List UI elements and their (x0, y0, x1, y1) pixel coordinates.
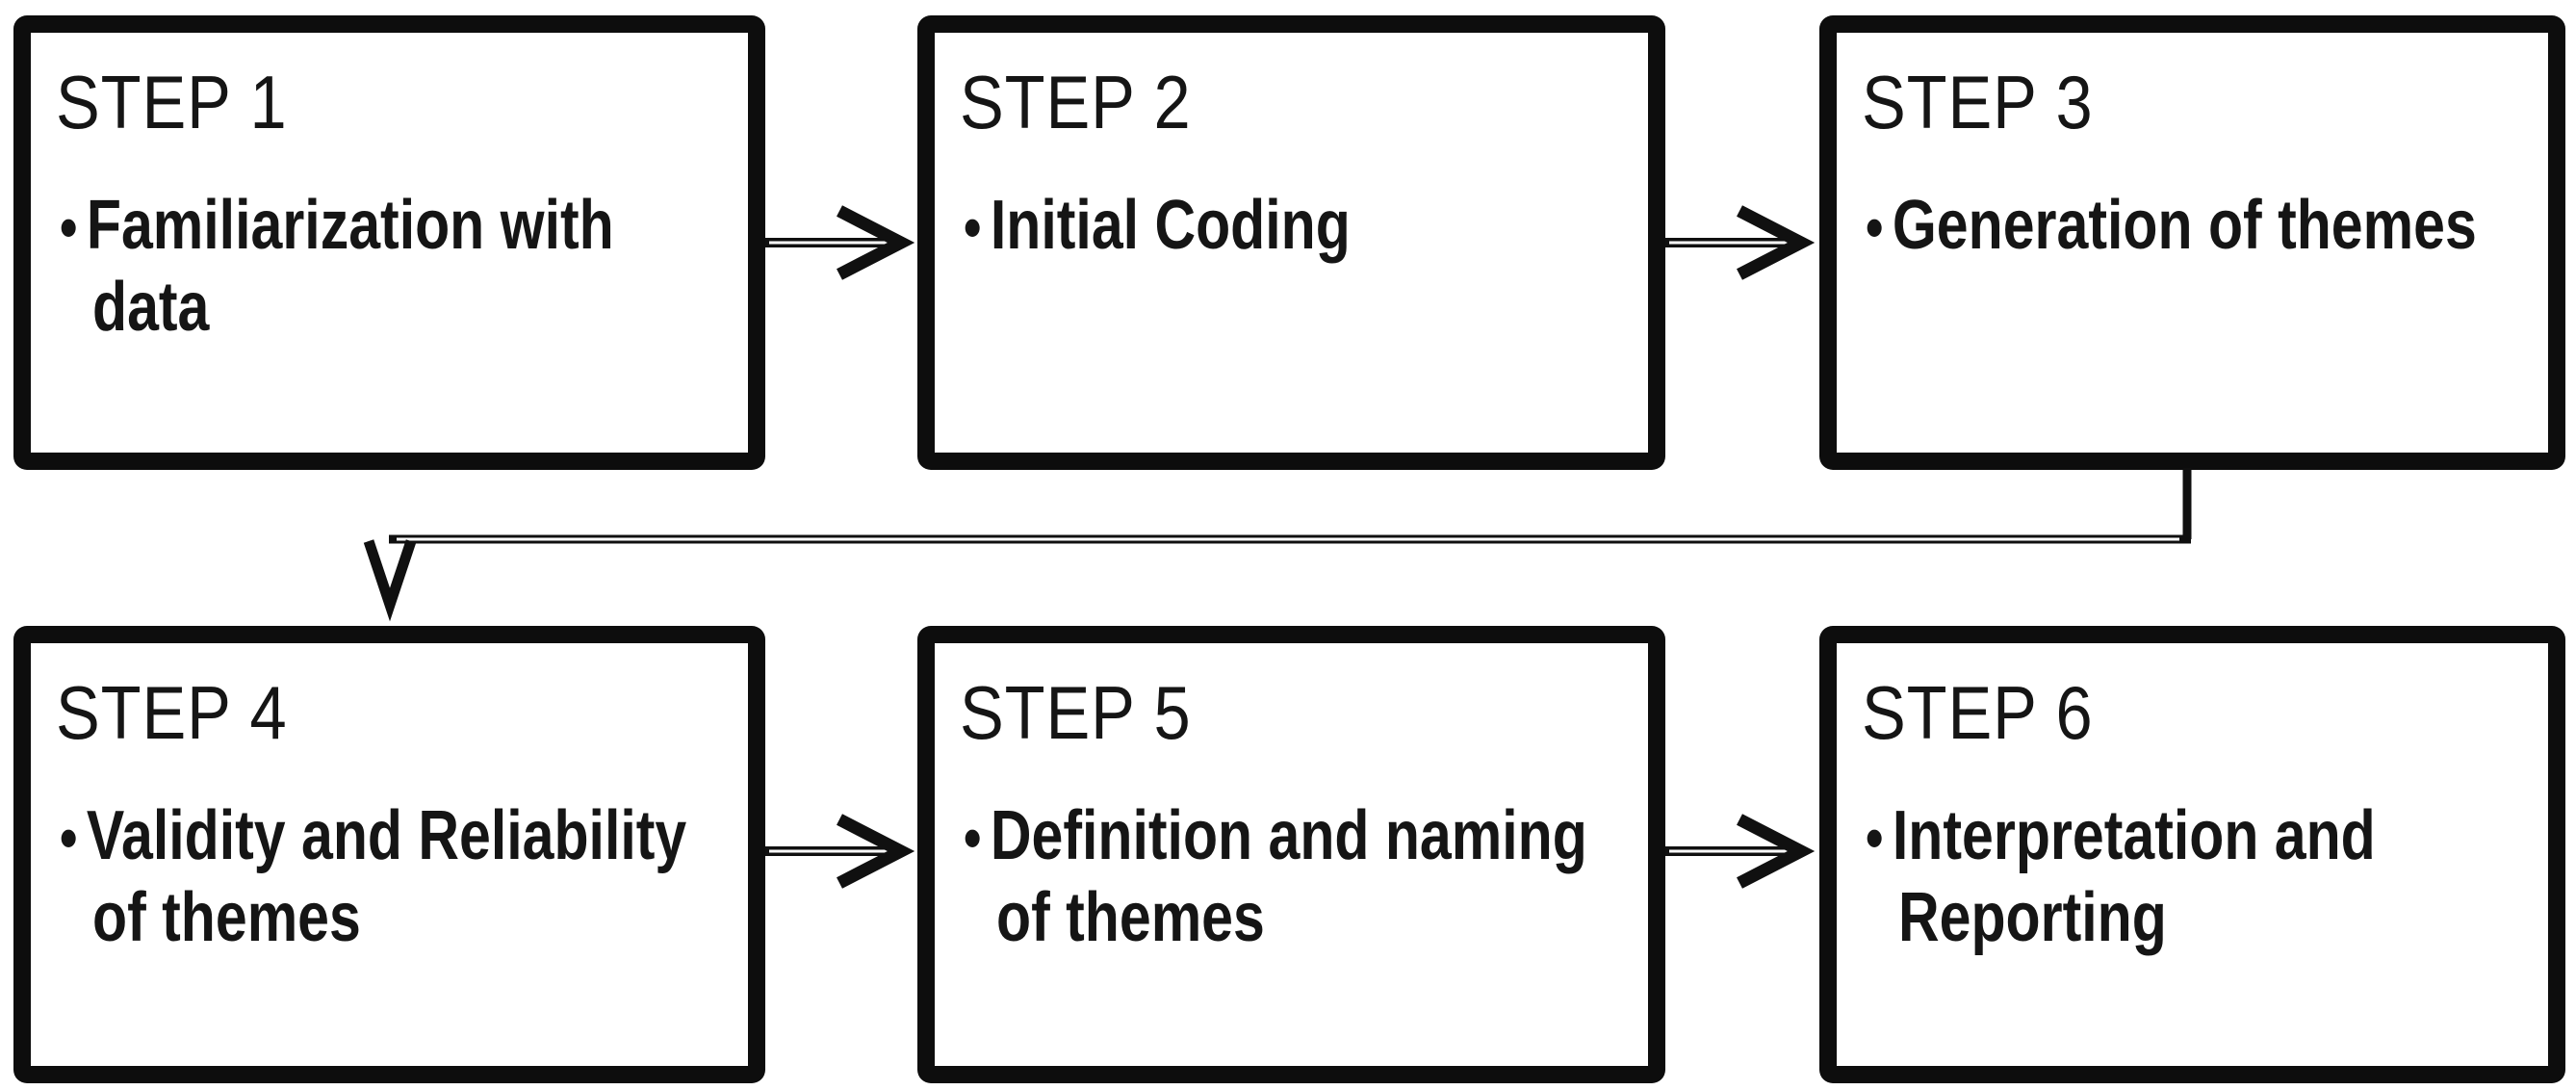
bullet-icon: • (60, 803, 78, 872)
step-text-line: •Generation of themes (1866, 185, 2477, 267)
step-text: Reporting (1898, 878, 2167, 956)
step-text-line: •Interpretation and (1866, 795, 2376, 877)
step-text-line: of themes (996, 877, 1593, 959)
step-box-6: STEP 6 •Interpretation and Reporting (1819, 626, 2565, 1083)
step-title: STEP 4 (56, 670, 288, 755)
step-text: of themes (92, 878, 361, 956)
step-text: Definition and naming (990, 797, 1587, 874)
elbow-connector-step3-step4 (363, 468, 2192, 622)
arrow-right-icon-step2-step3 (1665, 205, 1816, 280)
step-title: STEP 5 (960, 670, 1192, 755)
step-text-line: Reporting (1898, 877, 2382, 959)
step-box-3: STEP 3 •Generation of themes (1819, 15, 2565, 470)
bullet-icon: • (1866, 803, 1884, 872)
step-title: STEP 2 (960, 60, 1192, 144)
arrow-down-icon (363, 539, 417, 622)
step-body: •Interpretation and Reporting (1866, 795, 2487, 959)
step-text: Familiarization with (86, 187, 614, 264)
step-box-2: STEP 2 •Initial Coding (917, 15, 1665, 470)
step-text-line: data (92, 267, 620, 349)
step-text-line: •Initial Coding (964, 185, 1351, 267)
step-text-line: •Validity and Reliability (60, 795, 686, 877)
step-title: STEP 3 (1862, 60, 2094, 144)
step-text-line: of themes (92, 877, 692, 959)
step-text: Initial Coding (990, 187, 1351, 264)
bullet-icon: • (1866, 193, 1884, 262)
step-title: STEP 1 (56, 60, 288, 144)
bullet-icon: • (964, 193, 982, 262)
step-text-line: •Familiarization with (60, 185, 614, 267)
step-title: STEP 6 (1862, 670, 2094, 755)
step-text: data (92, 268, 210, 346)
step-box-5: STEP 5 •Definition and naming of themes (917, 626, 1665, 1083)
step-text: Generation of themes (1892, 187, 2477, 264)
bullet-icon: • (60, 193, 78, 262)
step-body: •Definition and naming of themes (964, 795, 1724, 959)
step-box-1: STEP 1 •Familiarization with data (13, 15, 765, 470)
step-body: •Validity and Reliability of themes (60, 795, 824, 959)
step-text-line: •Definition and naming (964, 795, 1587, 877)
bullet-icon: • (964, 803, 982, 872)
step-text: of themes (996, 878, 1265, 956)
step-body: •Generation of themes (1866, 185, 2576, 267)
step-body: •Familiarization with data (60, 185, 735, 349)
step-text: Interpretation and (1892, 797, 2376, 874)
step-text: Validity and Reliability (86, 797, 687, 874)
step-body: •Initial Coding (964, 185, 1435, 267)
arrow-right-icon-step1-step2 (765, 205, 915, 280)
step-box-4: STEP 4 •Validity and Reliability of them… (13, 626, 765, 1083)
